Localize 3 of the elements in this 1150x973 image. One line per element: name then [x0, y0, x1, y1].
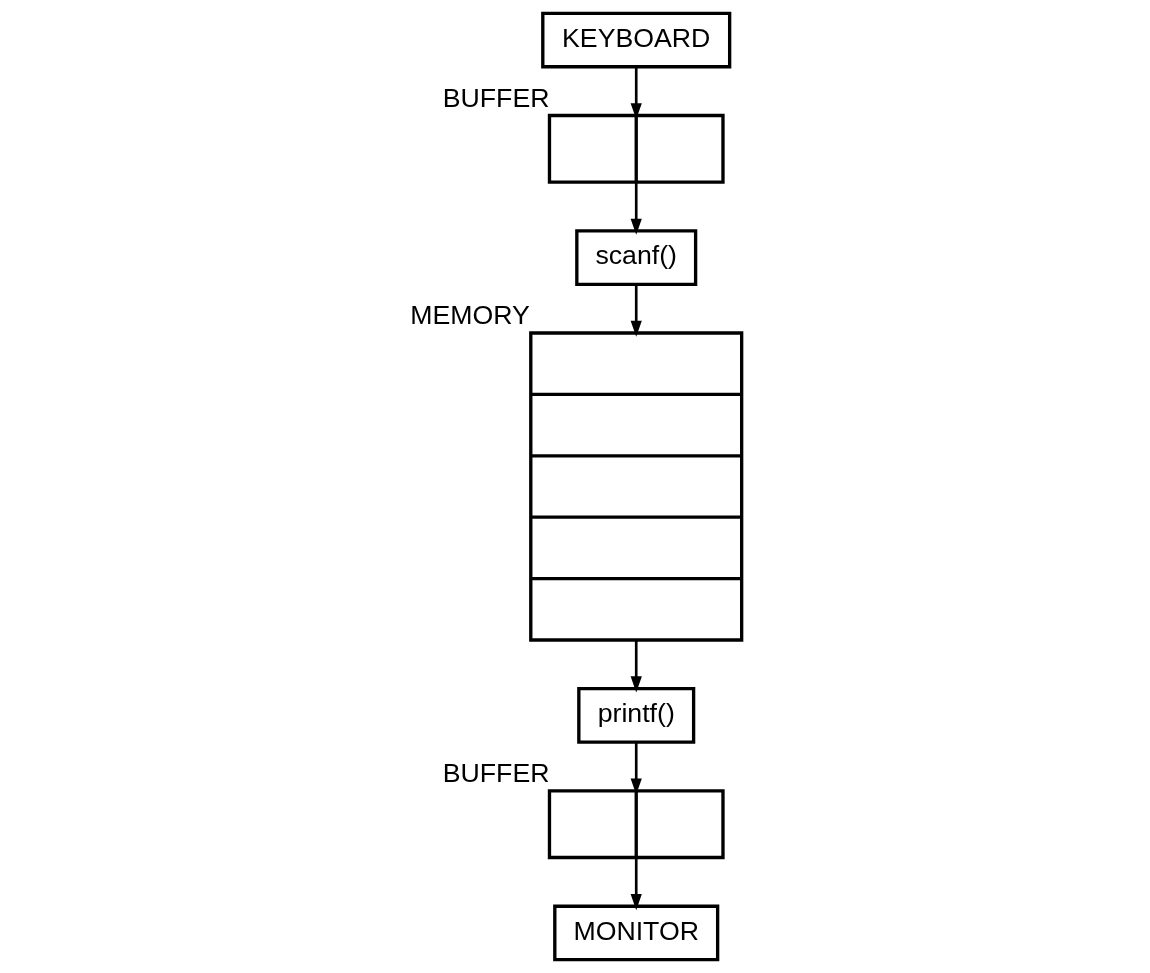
node-label: MEMORY: [409, 300, 530, 331]
node-label: BUFFER: [442, 758, 549, 789]
node-label: BUFFER: [442, 82, 549, 113]
